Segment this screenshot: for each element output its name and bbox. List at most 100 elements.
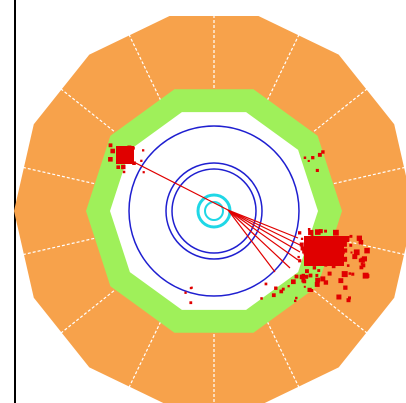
energy-deposit xyxy=(360,257,365,262)
sector-line xyxy=(57,284,123,337)
energy-deposit xyxy=(309,262,313,266)
energy-deposit xyxy=(189,287,192,290)
tracker-ring xyxy=(128,125,300,297)
energy-deposit xyxy=(119,152,125,158)
energy-deposit xyxy=(314,282,320,287)
energy-deposit xyxy=(315,229,321,235)
energy-deposit xyxy=(298,231,302,235)
energy-deposit xyxy=(319,250,326,257)
energy-deposit xyxy=(331,264,336,269)
energy-deposit xyxy=(121,158,125,162)
energy-deposit xyxy=(330,249,333,252)
sector-line xyxy=(328,166,406,186)
energy-deposit xyxy=(322,252,325,255)
energy-deposit xyxy=(301,278,306,283)
energy-deposit xyxy=(359,265,364,270)
energy-deposit xyxy=(327,271,332,276)
energy-deposit xyxy=(315,277,321,283)
calorimeter-sector-lines xyxy=(18,11,406,403)
energy-deposit xyxy=(304,274,309,279)
sector-line xyxy=(18,165,100,186)
energy-deposit xyxy=(348,272,351,275)
energy-deposit xyxy=(279,289,284,294)
particle-tracks xyxy=(119,154,301,273)
energy-deposit xyxy=(123,149,130,155)
energy-deposit xyxy=(343,236,350,242)
energy-deposit xyxy=(324,254,328,258)
energy-deposit xyxy=(299,242,304,247)
energy-deposit xyxy=(108,157,113,162)
sector-line xyxy=(328,236,406,256)
energy-deposit xyxy=(307,228,311,231)
energy-deposit xyxy=(323,256,327,260)
energy-deposit xyxy=(274,286,278,290)
particle-track xyxy=(227,209,299,239)
energy-deposit xyxy=(317,152,322,157)
energy-deposit xyxy=(312,260,317,265)
energy-deposit xyxy=(142,149,145,152)
energy-deposit xyxy=(353,249,360,256)
energy-deposit xyxy=(338,278,344,284)
energy-deposit xyxy=(336,294,342,300)
energy-deposit xyxy=(323,280,329,285)
beam-pipe-inner-ring xyxy=(204,201,224,221)
energy-deposit xyxy=(333,229,339,236)
sector-line xyxy=(18,236,100,257)
energy-deposit xyxy=(365,274,370,278)
energy-deposit xyxy=(320,276,326,282)
tracker-boundary-polygon xyxy=(110,112,318,310)
energy-deposit xyxy=(297,255,300,259)
energy-deposit xyxy=(303,156,307,159)
energy-deposit xyxy=(348,296,351,300)
energy-deposit xyxy=(299,274,305,280)
energy-deposit xyxy=(260,297,263,300)
energy-deposit xyxy=(294,274,299,279)
frame-left-border xyxy=(14,0,16,403)
energy-deposit xyxy=(307,159,310,162)
energy-deposit xyxy=(110,148,115,154)
energy-deposit xyxy=(349,234,353,238)
energy-deposit xyxy=(281,287,285,291)
energy-deposit xyxy=(346,298,351,303)
energy-deposit xyxy=(362,260,365,263)
energy-deposit xyxy=(315,273,319,277)
energy-deposit xyxy=(339,248,345,255)
energy-deposit xyxy=(142,171,145,174)
energy-deposit xyxy=(349,243,353,247)
energy-deposit xyxy=(118,146,123,151)
energy-deposit xyxy=(287,285,290,288)
energy-deposit xyxy=(300,246,305,251)
sector-line xyxy=(126,30,164,105)
energy-deposit xyxy=(131,146,135,150)
energy-deposit xyxy=(300,237,304,240)
energy-deposit xyxy=(127,145,132,150)
energy-deposits xyxy=(108,143,370,305)
tracker-ring xyxy=(171,168,257,254)
particle-track xyxy=(227,209,301,246)
energy-deposit xyxy=(264,282,268,286)
energy-deposit xyxy=(319,246,322,249)
energy-deposit xyxy=(361,256,367,262)
energy-deposit xyxy=(303,249,310,255)
energy-deposit xyxy=(307,287,312,292)
energy-deposit xyxy=(108,143,113,148)
energy-deposit xyxy=(122,170,126,174)
energy-deposit xyxy=(311,156,315,160)
particle-track xyxy=(119,154,229,211)
energy-deposit xyxy=(334,249,340,256)
energy-deposit xyxy=(308,238,313,244)
energy-deposit xyxy=(312,266,317,270)
tracker-ring xyxy=(165,162,263,260)
energy-deposit xyxy=(364,247,370,254)
energy-deposit xyxy=(324,263,328,267)
energy-deposit xyxy=(334,242,337,245)
energy-deposit xyxy=(343,248,348,253)
energy-deposit xyxy=(328,256,334,262)
sector-line xyxy=(264,30,302,105)
energy-deposit xyxy=(189,301,193,305)
energy-deposit xyxy=(321,244,325,248)
energy-deposit xyxy=(343,285,348,290)
energy-deposit xyxy=(132,161,136,165)
energy-deposit xyxy=(298,259,302,263)
energy-deposit xyxy=(140,159,143,162)
